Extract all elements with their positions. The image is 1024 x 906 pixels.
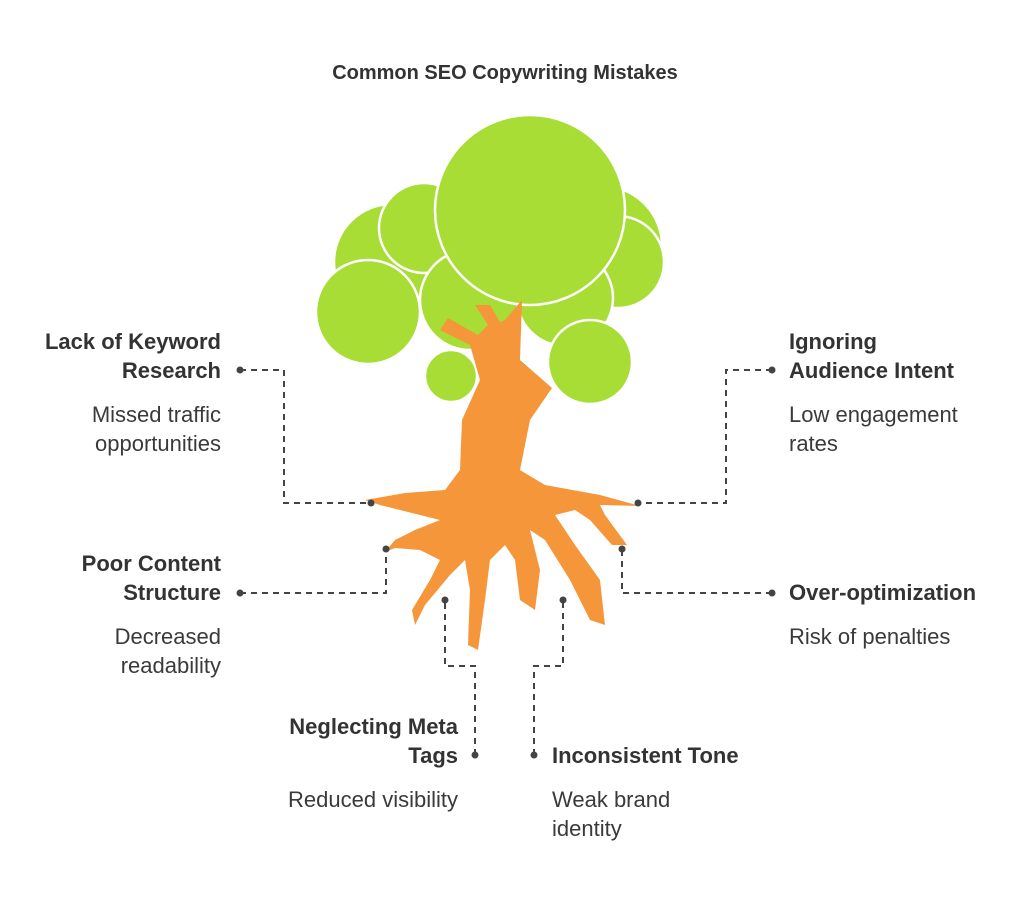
item-inconsistent-tone: Inconsistent Tone Weak brand identity: [552, 741, 792, 843]
item-heading: Over-optimization: [789, 580, 977, 605]
tree-foliage: [314, 113, 666, 406]
item-content-structure: Poor Content Structure Decreased readabi…: [0, 549, 221, 680]
item-audience-intent: Ignoring Audience Intent Low engagement …: [789, 327, 1019, 458]
item-description: Weak brand identity: [552, 787, 671, 841]
item-description: Decreased readability: [114, 624, 221, 678]
connector-lines: [240, 369, 772, 755]
connector-dots: [236, 366, 776, 759]
item-description: Risk of penalties: [789, 624, 951, 649]
diagram-title: Common SEO Copywriting Mistakes: [332, 62, 678, 84]
item-keyword-research: Lack of Keyword Research Missed traffic …: [0, 327, 221, 458]
item-description: Low engagement rates: [789, 402, 958, 456]
item-heading: Inconsistent Tone: [552, 743, 739, 768]
tree-trunk-roots: [365, 300, 640, 650]
item-description: Missed traffic opportunities: [91, 402, 221, 456]
item-heading: Neglecting Meta Tags: [289, 714, 458, 768]
item-meta-tags: Neglecting Meta Tags Reduced visibility: [218, 712, 458, 814]
item-description: Reduced visibility: [288, 787, 458, 812]
item-heading: Poor Content Structure: [81, 551, 221, 605]
item-heading: Ignoring Audience Intent: [789, 329, 955, 383]
item-heading: Lack of Keyword Research: [44, 329, 221, 383]
item-over-optimization: Over-optimization Risk of penalties: [789, 578, 1019, 651]
